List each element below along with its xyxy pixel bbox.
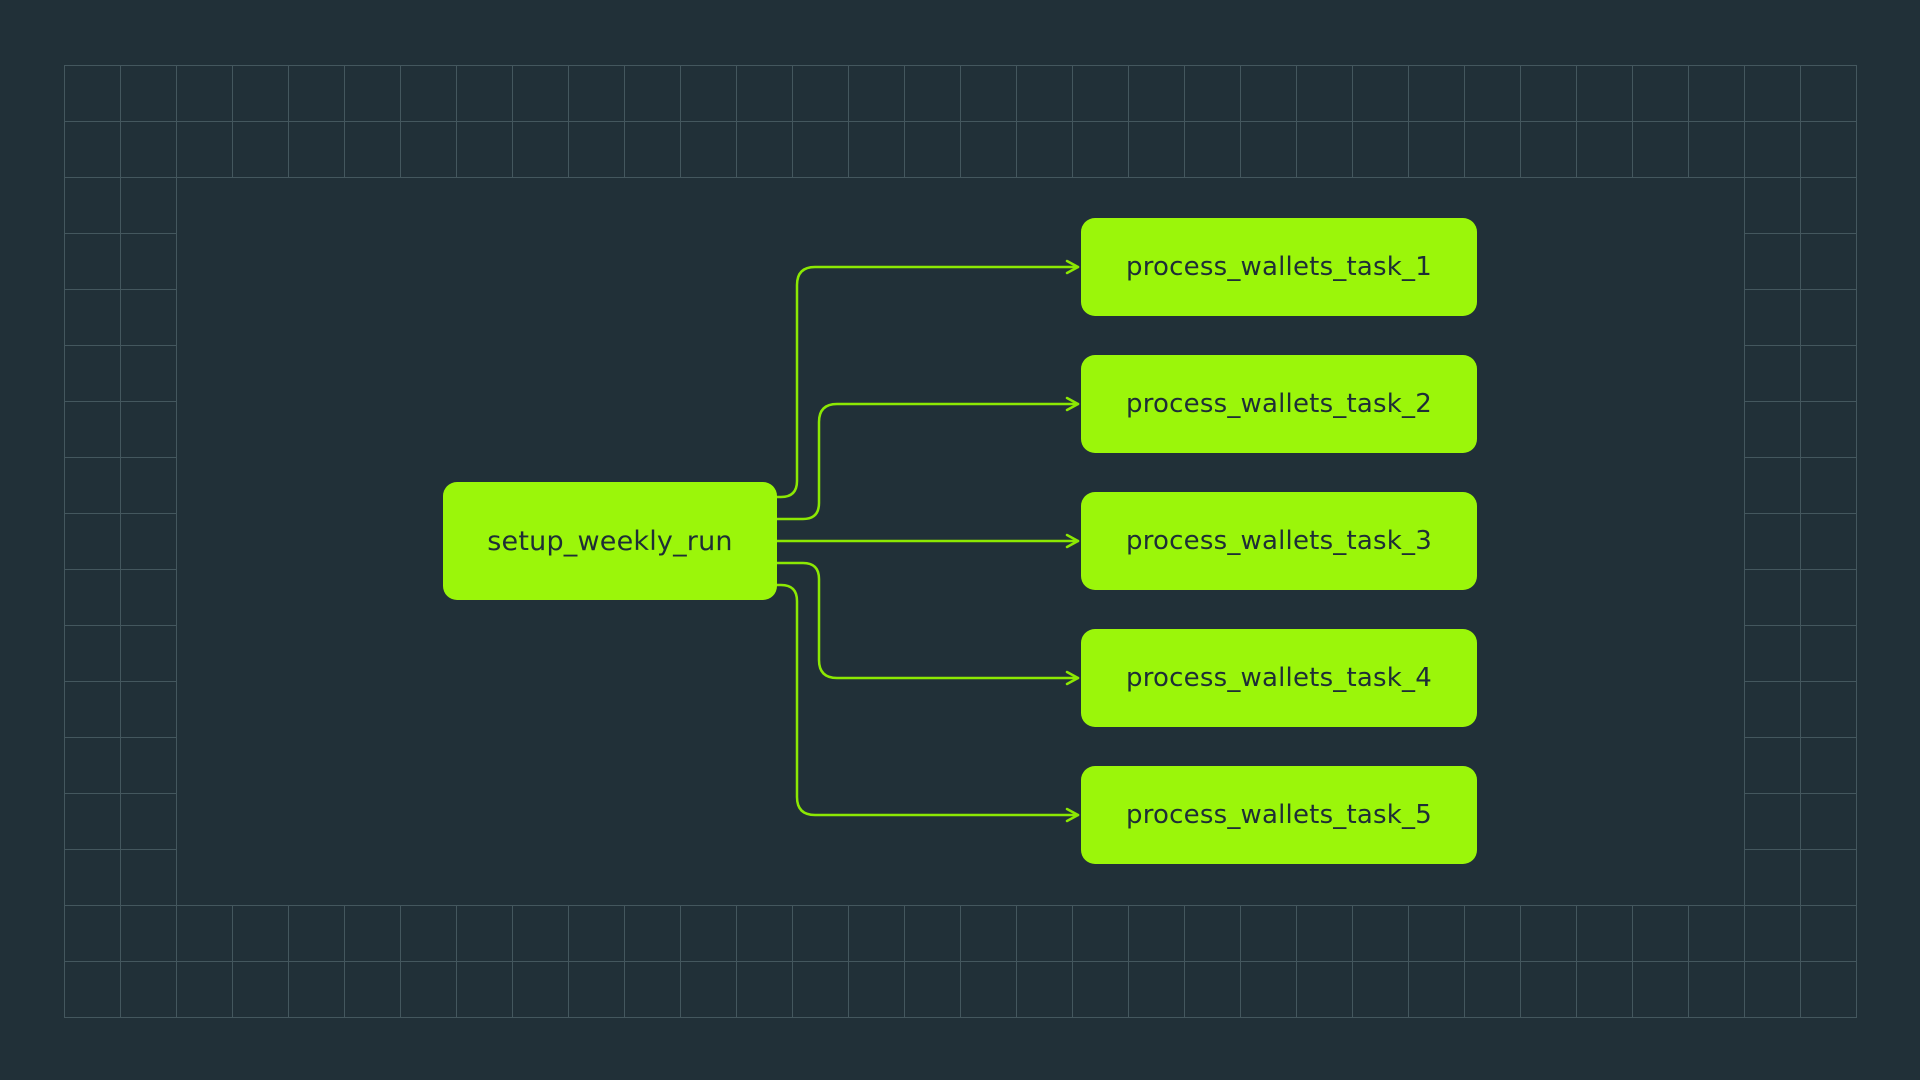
- node-process-wallets-task-5[interactable]: process_wallets_task_5: [1081, 766, 1477, 864]
- node-label: process_wallets_task_4: [1126, 663, 1432, 693]
- node-label: setup_weekly_run: [487, 525, 733, 557]
- node-setup-weekly-run[interactable]: setup_weekly_run: [443, 482, 777, 600]
- node-process-wallets-task-4[interactable]: process_wallets_task_4: [1081, 629, 1477, 727]
- node-label: process_wallets_task_1: [1126, 252, 1432, 282]
- node-process-wallets-task-1[interactable]: process_wallets_task_1: [1081, 218, 1477, 316]
- canvas-inner-panel: [177, 178, 1744, 905]
- node-label: process_wallets_task_5: [1126, 800, 1432, 830]
- node-process-wallets-task-2[interactable]: process_wallets_task_2: [1081, 355, 1477, 453]
- node-process-wallets-task-3[interactable]: process_wallets_task_3: [1081, 492, 1477, 590]
- node-label: process_wallets_task_3: [1126, 526, 1432, 556]
- node-label: process_wallets_task_2: [1126, 389, 1432, 419]
